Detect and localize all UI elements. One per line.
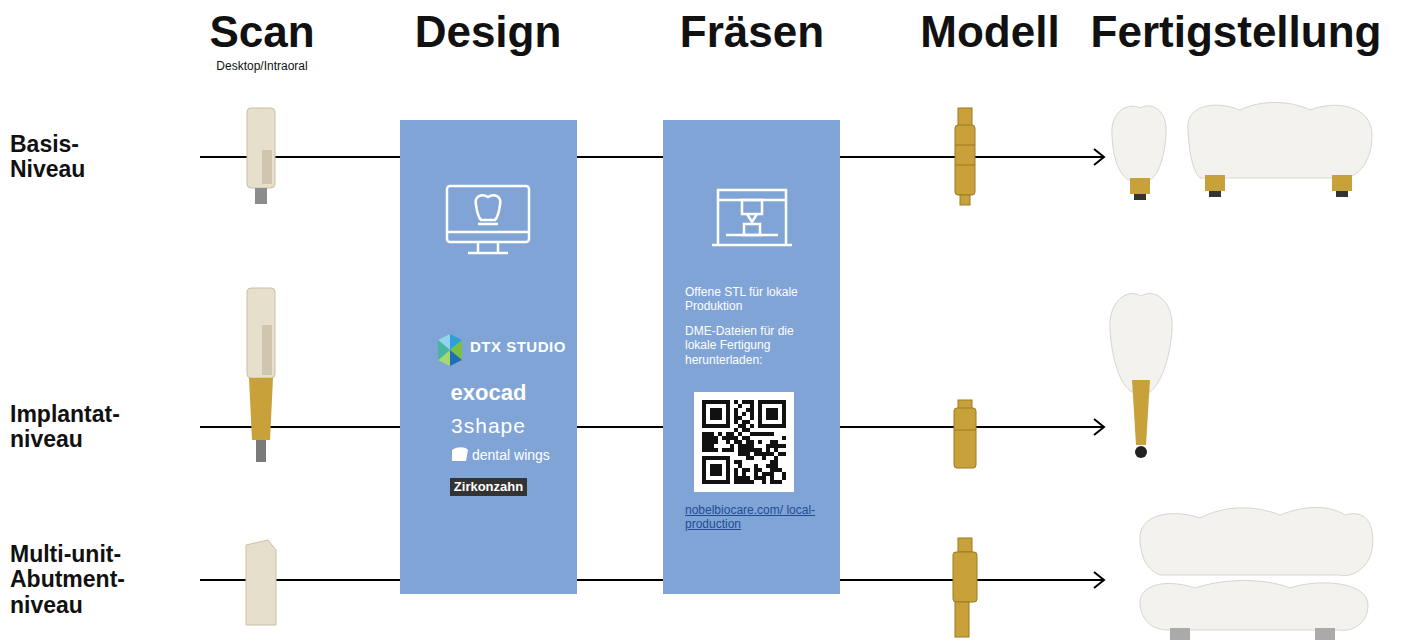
software-panel: DTX STUDIO exocad 3shape dental wingsZirkon… <box>400 120 577 594</box>
column-heading: Fräsen <box>680 8 824 56</box>
software-logo: Zirkonzahn <box>450 478 527 496</box>
crown <box>1132 380 1150 445</box>
model-analog <box>958 108 972 126</box>
model-analog <box>960 195 970 205</box>
row-label: Implantat- niveau <box>10 402 140 453</box>
crown <box>1112 106 1166 200</box>
crown <box>1110 294 1172 392</box>
model-analog <box>954 400 976 468</box>
crown <box>1110 294 1172 458</box>
bridge <box>1205 175 1225 191</box>
software-logo: dental wings <box>472 447 550 464</box>
crown <box>1112 106 1166 180</box>
row-line <box>1094 572 1104 588</box>
bridge <box>1209 191 1221 197</box>
production-panel: Offene STL für lokale ProduktionDME-Date… <box>663 120 840 594</box>
scan-body <box>255 188 267 204</box>
model-analog <box>953 552 977 602</box>
row-label: Multi-unit- Abutment- niveau <box>10 542 140 618</box>
row-connector <box>577 426 663 428</box>
row-connector <box>577 156 663 158</box>
scan-body <box>247 288 275 378</box>
bridge <box>1315 628 1335 640</box>
crown <box>1134 194 1146 200</box>
software-logo: 3shape <box>451 413 526 438</box>
bridge <box>1170 628 1190 640</box>
scan-body <box>247 108 275 188</box>
crown <box>1130 178 1150 194</box>
link-text: nobelbiocare.com/ local-production <box>685 503 825 532</box>
row-line <box>1094 149 1104 165</box>
bridge <box>1188 103 1372 198</box>
scan-body <box>246 540 276 625</box>
scan-body <box>247 108 275 204</box>
model-analog <box>955 145 975 146</box>
scan-body <box>246 540 276 625</box>
model-analog <box>958 538 972 552</box>
bridge <box>1140 581 1368 641</box>
model-analog <box>953 538 977 637</box>
model-analog <box>955 165 975 166</box>
panel-text: DME-Dateien für die lokale Fertigung her… <box>685 324 820 367</box>
panel-text: Offene STL für lokale Produktion <box>685 285 820 314</box>
scan-body <box>262 325 272 375</box>
scan-body <box>247 288 275 462</box>
bridge <box>1188 103 1372 179</box>
scan-body <box>262 150 272 184</box>
bridge <box>1336 191 1348 197</box>
column-heading: Fertigstellung <box>1091 8 1382 56</box>
software-logo: DTX STUDIO <box>470 338 566 356</box>
row-line <box>200 149 1104 588</box>
row-line <box>200 426 400 428</box>
bridge <box>1140 508 1373 576</box>
row-line <box>200 156 400 158</box>
software-logo: exocad <box>451 380 527 406</box>
model-analog <box>955 602 969 637</box>
scan-body <box>249 378 273 440</box>
bridge <box>1140 581 1368 631</box>
row-line <box>200 579 400 581</box>
model-analog <box>954 408 976 468</box>
row-connector <box>577 579 663 581</box>
model-analog <box>955 125 975 195</box>
bridge <box>1332 175 1352 191</box>
scan-body <box>256 440 266 462</box>
row-label: Basis- Niveau <box>10 132 140 183</box>
crown <box>1135 446 1147 458</box>
column-heading: Scan <box>209 8 314 56</box>
model-analog <box>954 430 976 431</box>
column-subheading: Desktop/Intraoral <box>216 60 307 73</box>
row-line <box>1094 419 1104 435</box>
column-heading: Design <box>415 8 562 56</box>
bridge <box>1140 508 1373 576</box>
column-heading: Modell <box>920 8 1059 56</box>
model-analog <box>955 108 975 205</box>
